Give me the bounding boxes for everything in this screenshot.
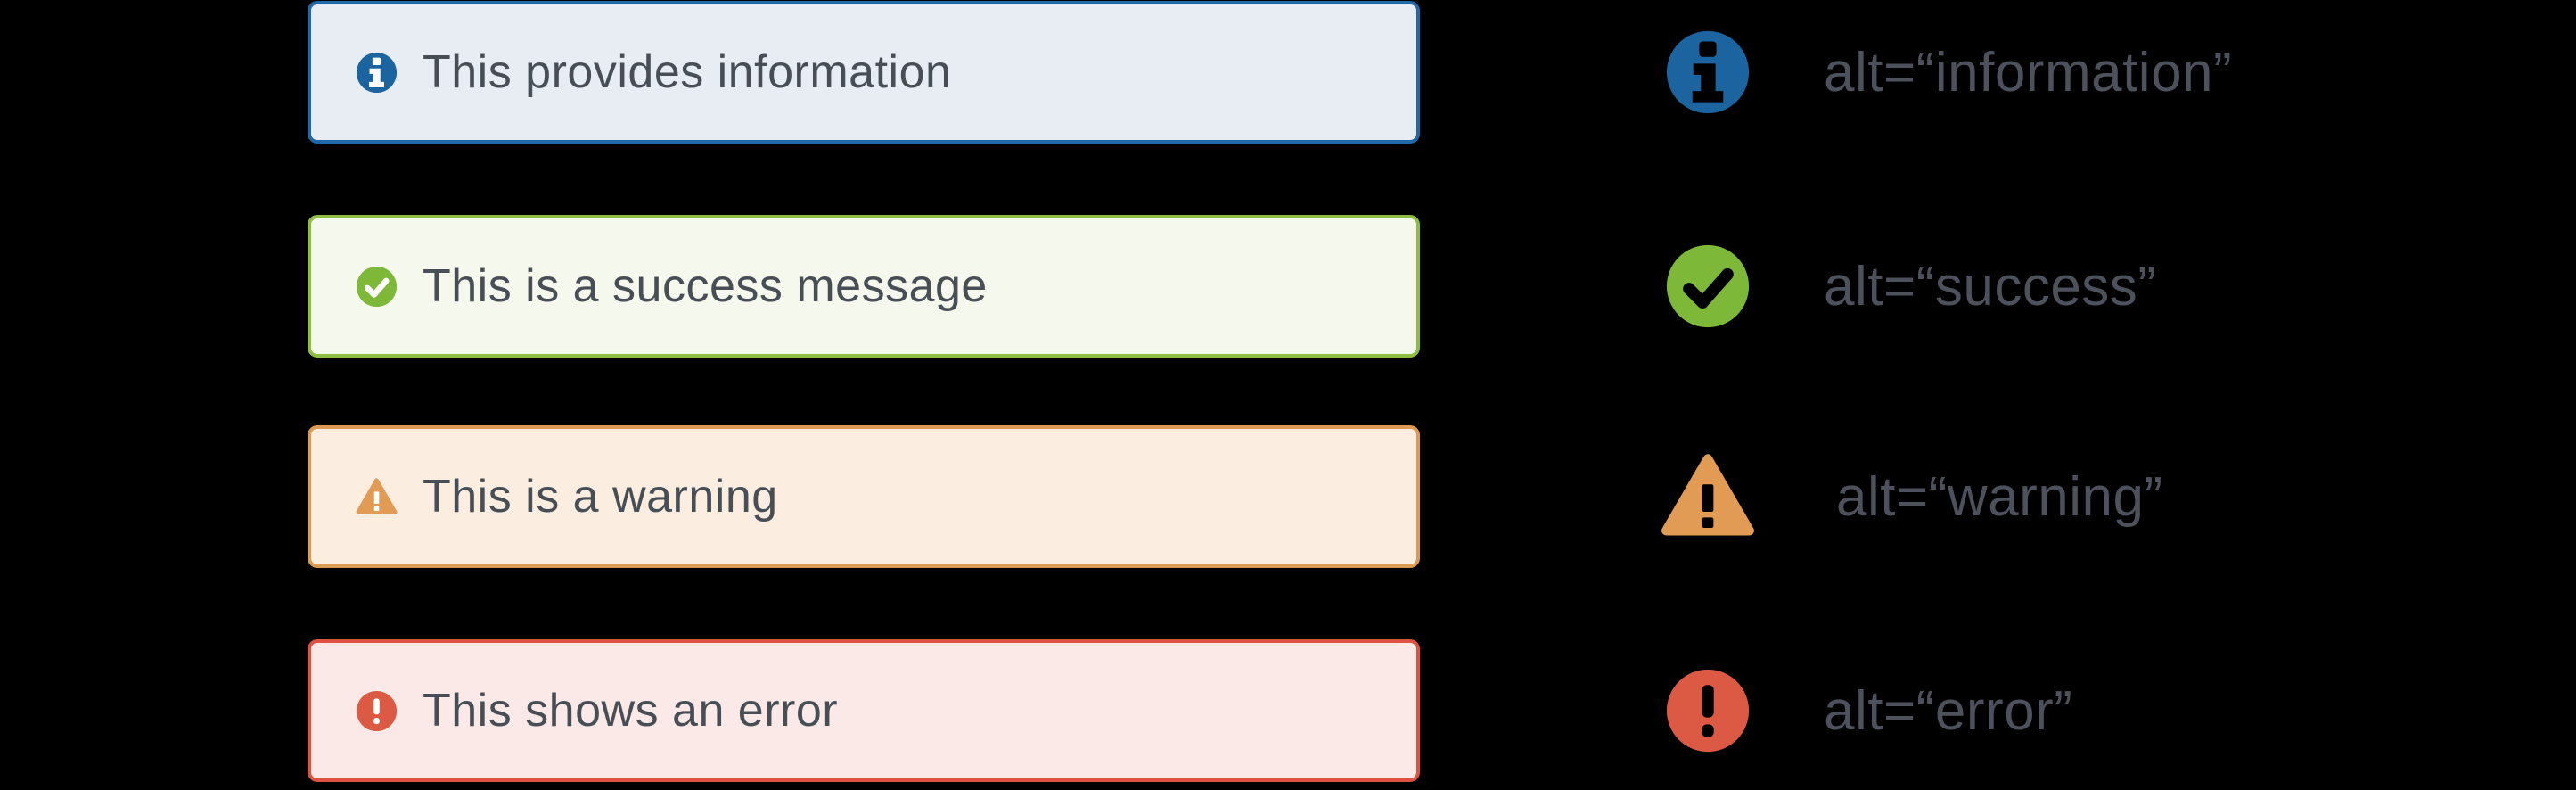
alert-row-success: This is a success message alt=“success” (0, 215, 2576, 358)
alert-row-info: This provides information alt=“informati… (0, 1, 2576, 144)
info-circle-icon-large (1666, 30, 1750, 114)
warning-triangle-icon-large (1661, 454, 1754, 536)
check-circle-icon (356, 266, 398, 307)
exclamation-circle-icon (356, 690, 398, 731)
success-alt-text: alt=“success” (1824, 255, 2157, 317)
info-alt-text: alt=“information” (1824, 41, 2233, 103)
warning-alert-message: This is a warning (422, 471, 778, 523)
error-alert-message: This shows an error (422, 685, 839, 737)
info-alert-message: This provides information (422, 46, 952, 98)
success-alert-box: This is a success message (308, 215, 1420, 358)
info-circle-icon (356, 52, 398, 93)
alert-row-error: This shows an error alt=“error” (0, 639, 2576, 782)
check-circle-icon-large (1666, 244, 1750, 328)
info-alert-box: This provides information (308, 1, 1420, 144)
warning-alert-box: This is a warning (308, 425, 1420, 568)
error-alert-box: This shows an error (308, 639, 1420, 782)
warning-alt-text: alt=“warning” (1836, 465, 2163, 528)
exclamation-circle-icon-large (1666, 669, 1750, 753)
alert-row-warning: This is a warning alt=“warning” (0, 425, 2576, 568)
warning-triangle-icon (356, 477, 398, 514)
success-alert-message: This is a success message (422, 260, 988, 312)
error-alt-text: alt=“error” (1824, 679, 2073, 742)
